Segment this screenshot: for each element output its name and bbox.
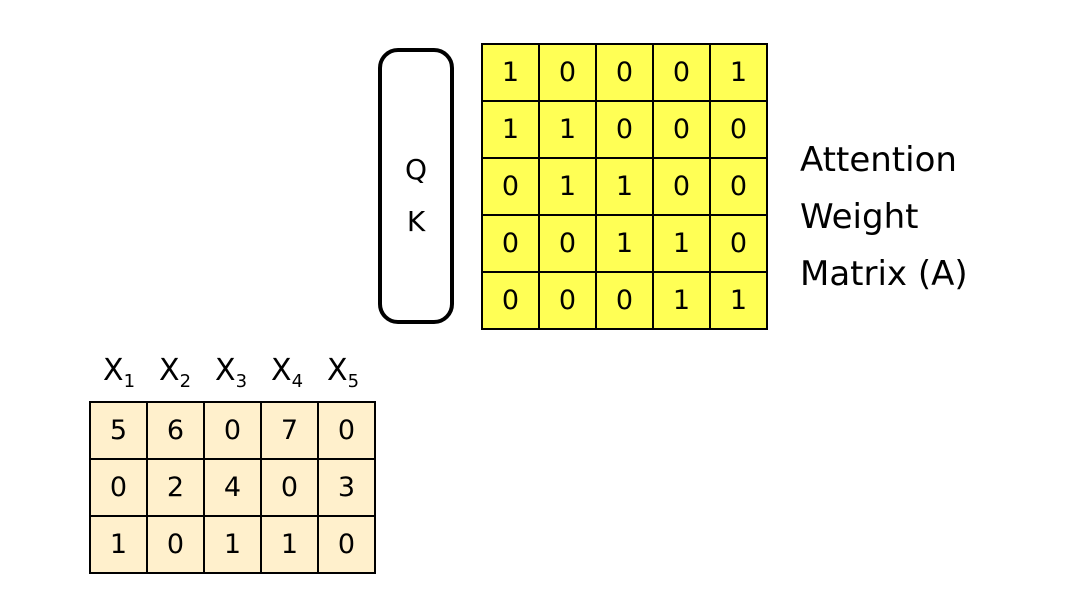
attention-cell: 0 <box>709 157 768 216</box>
x-matrix: 5 6 0 7 0 0 2 4 0 3 1 0 1 1 0 <box>89 401 376 574</box>
x-header-base: X <box>327 353 348 388</box>
attention-cell: 1 <box>652 271 711 330</box>
q-label: Q <box>404 153 428 186</box>
x-header-sub: 1 <box>123 371 136 392</box>
attention-cell: 1 <box>481 100 540 159</box>
x-row: 5 6 0 7 0 <box>89 401 376 460</box>
x-cell: 1 <box>203 515 262 574</box>
attention-row: 1 0 0 0 1 <box>481 43 768 102</box>
attention-cell: 0 <box>481 214 540 273</box>
x-cell: 0 <box>146 515 205 574</box>
x-header-sub: 5 <box>347 371 360 392</box>
x-header: X3 <box>215 356 247 391</box>
attention-row: 0 1 1 0 0 <box>481 157 768 216</box>
x-cell: 5 <box>89 401 148 460</box>
x-header-base: X <box>103 353 124 388</box>
x-header-sub: 3 <box>235 371 248 392</box>
x-cell: 1 <box>89 515 148 574</box>
attention-row: 0 0 0 1 1 <box>481 271 768 330</box>
attention-cell: 0 <box>652 43 711 102</box>
x-header: X4 <box>271 356 303 391</box>
attention-cell: 0 <box>652 157 711 216</box>
x-header: X1 <box>103 356 135 391</box>
attention-row: 0 0 1 1 0 <box>481 214 768 273</box>
attention-cell: 0 <box>652 100 711 159</box>
x-header-sub: 4 <box>291 371 304 392</box>
x-header: X5 <box>327 356 359 391</box>
attention-cell: 1 <box>538 157 597 216</box>
k-label: K <box>406 205 426 238</box>
x-cell: 1 <box>260 515 319 574</box>
attention-cell: 0 <box>595 43 654 102</box>
x-row: 0 2 4 0 3 <box>89 458 376 517</box>
x-cell: 7 <box>260 401 319 460</box>
attention-label-line: Matrix (A) <box>800 254 968 294</box>
attention-cell: 1 <box>595 214 654 273</box>
x-cell: 6 <box>146 401 205 460</box>
x-cell: 0 <box>317 401 376 460</box>
attention-cell: 0 <box>538 271 597 330</box>
attention-cell: 0 <box>538 43 597 102</box>
attention-matrix: 1 0 0 0 1 1 1 0 0 0 0 1 1 0 0 0 0 1 1 0 <box>481 43 768 330</box>
x-cell: 0 <box>89 458 148 517</box>
x-cell: 2 <box>146 458 205 517</box>
attention-cell: 1 <box>538 100 597 159</box>
x-header-base: X <box>159 353 180 388</box>
x-header-base: X <box>271 353 292 388</box>
attention-label-line: Attention <box>800 140 957 180</box>
qk-box: Q K <box>378 48 454 324</box>
attention-cell: 0 <box>595 100 654 159</box>
attention-cell: 0 <box>481 271 540 330</box>
x-cell: 3 <box>317 458 376 517</box>
attention-cell: 1 <box>709 271 768 330</box>
attention-cell: 0 <box>709 214 768 273</box>
x-header-base: X <box>215 353 236 388</box>
attention-row: 1 1 0 0 0 <box>481 100 768 159</box>
attention-cell: 1 <box>709 43 768 102</box>
attention-cell: 0 <box>538 214 597 273</box>
attention-cell: 0 <box>709 100 768 159</box>
attention-cell: 0 <box>595 271 654 330</box>
attention-cell: 1 <box>481 43 540 102</box>
x-cell: 4 <box>203 458 262 517</box>
attention-cell: 1 <box>595 157 654 216</box>
attention-cell: 0 <box>481 157 540 216</box>
x-row: 1 0 1 1 0 <box>89 515 376 574</box>
x-cell: 0 <box>260 458 319 517</box>
attention-label-line: Weight <box>800 197 919 237</box>
x-header: X2 <box>159 356 191 391</box>
x-cell: 0 <box>317 515 376 574</box>
x-cell: 0 <box>203 401 262 460</box>
attention-cell: 1 <box>652 214 711 273</box>
x-header-sub: 2 <box>179 371 192 392</box>
